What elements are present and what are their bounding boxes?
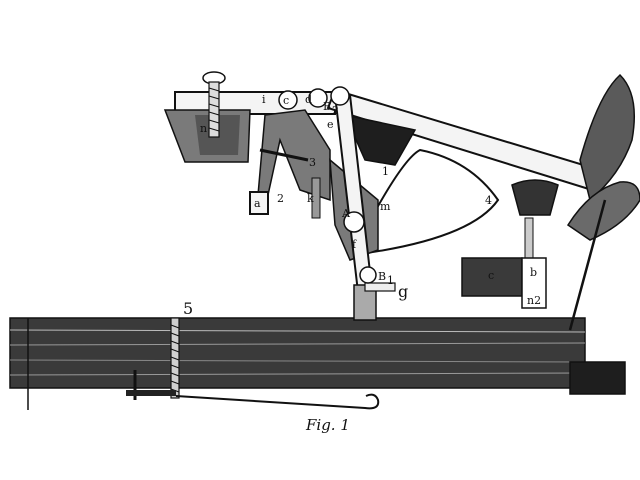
label-g: g	[398, 282, 408, 301]
label-4: 4	[485, 194, 492, 207]
label-f: f	[352, 238, 357, 251]
label-c-top: c	[283, 94, 289, 107]
spindle-g	[364, 282, 396, 292]
label-b1: B	[378, 270, 386, 283]
joint-c	[278, 90, 298, 110]
joint-b2	[330, 86, 350, 106]
label-b2: B	[323, 100, 331, 113]
label-b1-sub: 1	[387, 274, 394, 287]
label-m: m	[380, 200, 391, 213]
damper-block	[461, 179, 559, 309]
label-d: d	[305, 93, 312, 106]
frame-upper	[343, 113, 417, 166]
adjusting-screw-top	[202, 71, 226, 138]
part-a	[249, 191, 269, 215]
label-a: a	[254, 197, 261, 210]
joint-d	[308, 88, 328, 108]
hammer-head	[566, 73, 640, 331]
label-b: b	[530, 266, 537, 279]
lever-wire	[175, 393, 380, 410]
label-k: k	[307, 192, 314, 205]
label-e: e	[327, 118, 334, 131]
screw-5	[170, 317, 180, 399]
label-5: 5	[183, 299, 193, 318]
label-3: 3	[309, 156, 316, 169]
label-1: 1	[382, 165, 389, 178]
label-A: A	[341, 207, 351, 220]
label-b2-sub: 2	[332, 104, 339, 117]
rod-3	[259, 148, 309, 162]
label-n2: n2	[527, 294, 541, 307]
wippen-triangle	[350, 148, 500, 257]
label-i: i	[262, 93, 266, 106]
joint-a	[343, 211, 365, 233]
pin-left	[126, 370, 176, 400]
label-a2: 2	[277, 192, 284, 205]
key-board	[9, 317, 626, 410]
label-n: n	[200, 122, 207, 135]
label-c-block: c	[488, 269, 494, 282]
joint-b1	[359, 266, 377, 284]
part-k	[311, 177, 321, 219]
figure-caption: Fig. 1	[305, 416, 350, 434]
